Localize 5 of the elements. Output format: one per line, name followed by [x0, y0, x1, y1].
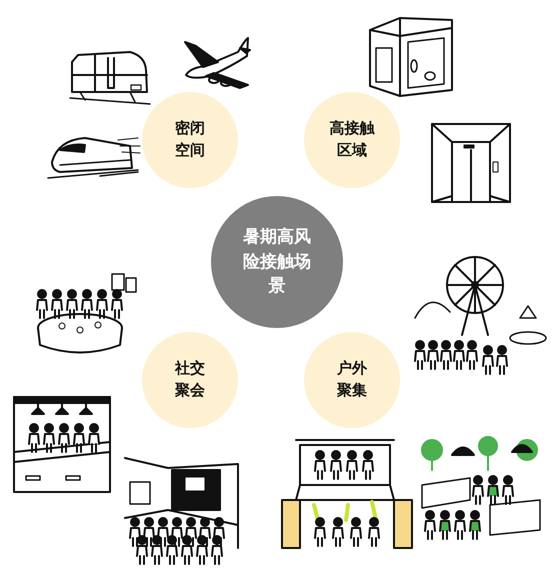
- circle-label: 户外聚集: [336, 358, 368, 401]
- circle-label: 暑期高风险接触场景: [242, 226, 312, 298]
- circle-label: 密闭空间: [174, 118, 206, 161]
- circle-label: 高接触区域: [328, 118, 376, 161]
- circle-label: 社交聚会: [174, 358, 206, 401]
